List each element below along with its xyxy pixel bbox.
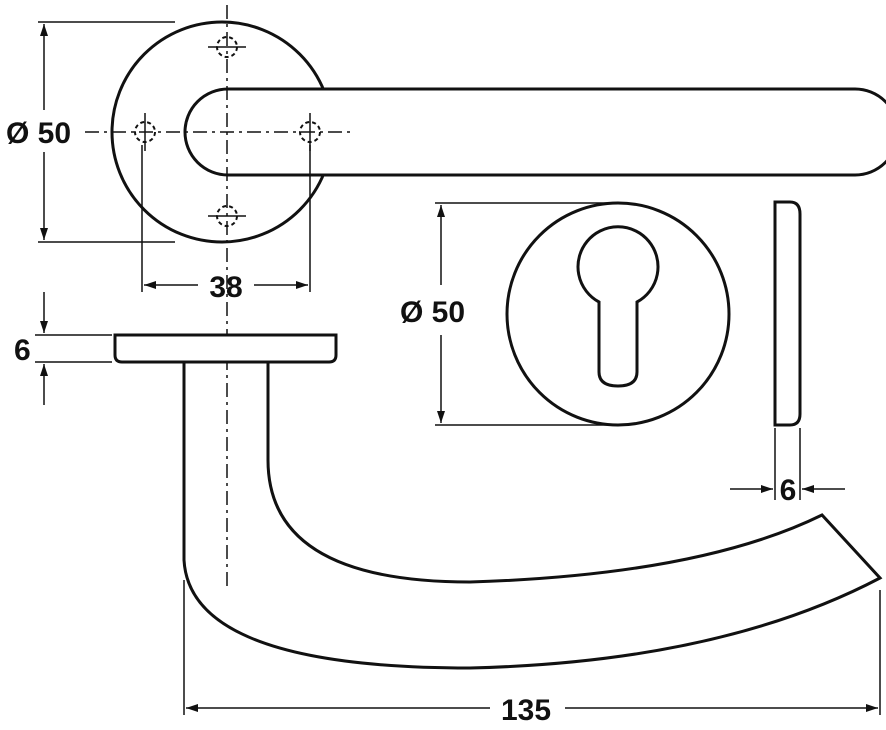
lever-projection-dimension — [183, 580, 881, 715]
escutcheon-thickness-dimension — [730, 428, 845, 500]
screw-spacing-dimension — [141, 145, 311, 292]
lever-projection-label: 135 — [501, 694, 551, 727]
top-view-rose-and-lever — [110, 20, 886, 244]
rose-plate-side — [113, 333, 338, 364]
screw-spacing-label: 38 — [209, 271, 242, 304]
rose-diameter-label: Ø 50 — [6, 117, 71, 150]
rose-thickness-dimension — [35, 292, 112, 405]
rose-diameter-dimension — [38, 21, 175, 243]
escutcheon — [505, 201, 731, 427]
keyhole-profile — [576, 225, 660, 388]
rose-thickness-label: 6 — [14, 334, 31, 367]
escutcheon-side-plate — [773, 200, 802, 427]
centre-lines — [85, 5, 355, 590]
lever-side-view — [182, 362, 883, 670]
side-view-rose-and-lever — [113, 333, 883, 670]
escutcheon-diameter-label: Ø 50 — [400, 296, 465, 329]
escutcheon-diameter-dimension — [435, 202, 610, 426]
escutcheon-thickness-label: 6 — [780, 474, 797, 507]
lever-top-view — [183, 87, 886, 177]
escutcheon-side-view — [773, 200, 802, 427]
